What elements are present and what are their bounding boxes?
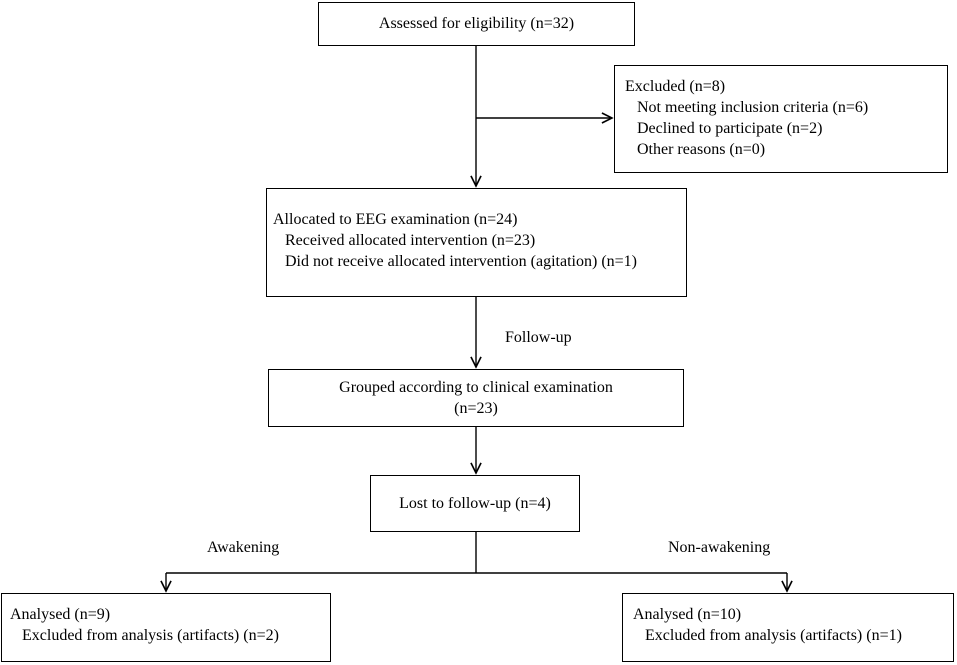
grouped-count: (n=23) xyxy=(454,400,498,417)
follow-up-label: Follow-up xyxy=(505,329,572,346)
grouped-box: Grouped according to clinical examinatio… xyxy=(268,369,684,427)
allocated-item: Received allocated intervention (n=23) xyxy=(285,232,536,249)
excluded-item: Other reasons (n=0) xyxy=(637,141,766,158)
lost-box: Lost to follow-up (n=4) xyxy=(370,475,580,532)
allocated-title: Allocated to EEG examination (n=24) xyxy=(273,211,518,228)
excluded-title: Excluded (n=8) xyxy=(625,78,726,95)
analysed-non-awakening-box: Analysed (n=10) Excluded from analysis (… xyxy=(622,593,954,662)
analysed-non-awakening-title: Analysed (n=10) xyxy=(633,606,742,623)
assessed-title: Assessed for eligibility (n=32) xyxy=(378,15,575,32)
lost-title: Lost to follow-up (n=4) xyxy=(399,495,551,512)
analysed-awakening-title: Analysed (n=9) xyxy=(10,606,111,623)
analysed-non-awakening-item: Excluded from analysis (artifacts) (n=1) xyxy=(645,627,902,644)
non-awakening-label: Non-awakening xyxy=(668,539,771,556)
excluded-item: Not meeting inclusion criteria (n=6) xyxy=(637,99,869,116)
assessed-box: Assessed for eligibility (n=32) xyxy=(318,2,635,46)
grouped-title: Grouped according to clinical examinatio… xyxy=(339,379,613,396)
analysed-awakening-item: Excluded from analysis (artifacts) (n=2) xyxy=(22,627,279,644)
allocated-box: Allocated to EEG examination (n=24) Rece… xyxy=(266,188,687,297)
allocated-item: Did not receive allocated intervention (… xyxy=(285,253,637,270)
awakening-label: Awakening xyxy=(207,539,280,556)
analysed-awakening-box: Analysed (n=9) Excluded from analysis (a… xyxy=(1,593,331,662)
excluded-box: Excluded (n=8) Not meeting inclusion cri… xyxy=(614,65,948,173)
excluded-item: Declined to participate (n=2) xyxy=(637,120,823,137)
